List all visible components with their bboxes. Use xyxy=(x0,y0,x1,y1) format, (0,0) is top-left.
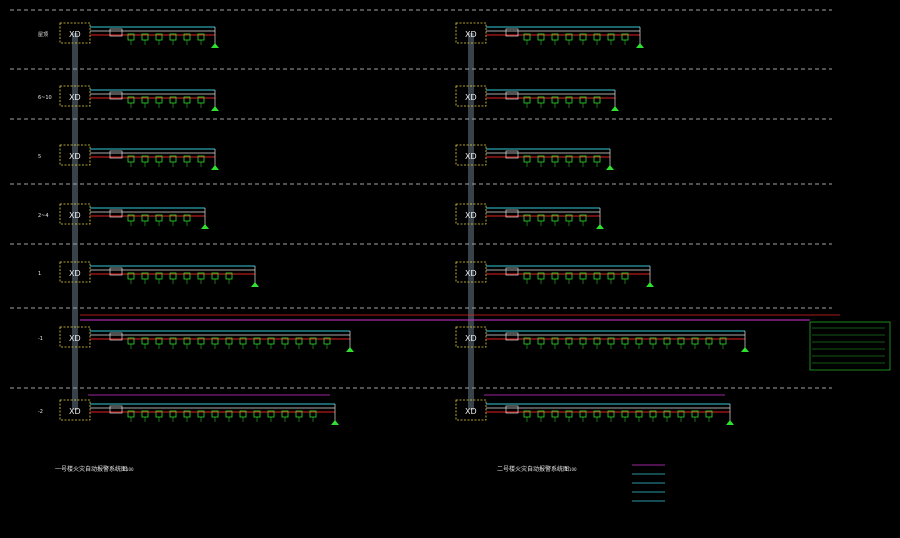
floor-divider-lines xyxy=(10,9,832,389)
right-diagram-scale: 1:100 xyxy=(565,467,577,472)
floor-right-block: XD xyxy=(455,261,654,287)
floor-right-block: XD xyxy=(455,399,734,425)
alarm-bell-icon xyxy=(201,224,209,229)
input-module-icon xyxy=(109,209,123,218)
input-module-icon xyxy=(505,267,519,276)
floor-right-block: XD xyxy=(455,22,644,48)
basement-linkage-bus xyxy=(80,314,840,396)
alarm-bell-icon xyxy=(211,43,219,48)
riser-legend-box xyxy=(809,321,891,371)
alarm-bell-icon xyxy=(741,347,749,352)
diagram-titles: 一号楼火灾自动报警系统图 1:100 二号楼火灾自动报警系统图 1:100 xyxy=(55,465,577,473)
floor-left-block: XD xyxy=(59,326,354,352)
legend-box-outline xyxy=(809,321,891,371)
floor-right-block: XD xyxy=(455,203,604,229)
input-module-icon xyxy=(109,405,123,414)
input-module-icon xyxy=(505,332,519,341)
input-module-icon xyxy=(505,209,519,218)
alarm-bell-icon xyxy=(611,106,619,111)
fire-alarm-panel-icon xyxy=(59,22,91,44)
floor-label: -2 xyxy=(38,409,43,415)
panel-label: XD xyxy=(465,334,477,343)
floor-left-block: XD xyxy=(59,85,219,111)
fire-alarm-panel-icon xyxy=(455,261,487,283)
floor-label: 2~4 xyxy=(38,213,49,219)
input-module-icon xyxy=(109,150,123,159)
floor-left-block: XD xyxy=(59,22,219,48)
fire-alarm-panel-icon xyxy=(455,144,487,166)
floor-label: 5 xyxy=(38,154,41,160)
floor-right-block: XD xyxy=(455,85,619,111)
input-module-icon xyxy=(505,91,519,100)
panel-label: XD xyxy=(69,211,81,220)
fire-alarm-panel-icon xyxy=(455,203,487,225)
fire-alarm-panel-icon xyxy=(59,203,91,225)
panel-label: XD xyxy=(69,407,81,416)
floor-right-block: XD xyxy=(455,326,749,352)
floor-label: 屋顶 xyxy=(38,32,48,38)
input-module-icon xyxy=(505,405,519,414)
fire-alarm-panel-icon xyxy=(455,85,487,107)
panel-label: XD xyxy=(69,30,81,39)
input-module-icon xyxy=(505,150,519,159)
floor-left-block: XD xyxy=(59,203,209,229)
input-module-icon xyxy=(109,91,123,100)
panel-label: XD xyxy=(69,269,81,278)
alarm-bell-icon xyxy=(331,420,339,425)
fire-alarm-panel-icon xyxy=(59,326,91,348)
fire-alarm-panel-icon xyxy=(455,326,487,348)
left-diagram-scale: 1:100 xyxy=(122,467,134,472)
input-module-icon xyxy=(109,267,123,276)
floor-left-block: XD xyxy=(59,144,219,170)
alarm-bell-icon xyxy=(211,106,219,111)
fire-alarm-panel-icon xyxy=(59,399,91,421)
alarm-bell-icon xyxy=(636,43,644,48)
fire-alarm-panel-icon xyxy=(455,22,487,44)
fire-alarm-panel-icon xyxy=(59,85,91,107)
alarm-bell-icon xyxy=(596,224,604,229)
panel-label: XD xyxy=(465,407,477,416)
panel-label: XD xyxy=(69,334,81,343)
panel-label: XD xyxy=(69,93,81,102)
left-diagram-title: 一号楼火灾自动报警系统图 xyxy=(55,465,127,473)
input-module-icon xyxy=(109,332,123,341)
input-module-icon xyxy=(505,28,519,37)
alarm-bell-icon xyxy=(251,282,259,287)
input-module-icon xyxy=(109,28,123,37)
panel-label: XD xyxy=(465,152,477,161)
floor-left-block: XD xyxy=(59,261,259,287)
alarm-bell-icon xyxy=(346,347,354,352)
fire-alarm-panel-icon xyxy=(455,399,487,421)
floor-right-block: XD xyxy=(455,144,614,170)
alarm-bell-icon xyxy=(606,165,614,170)
floor-label: 1 xyxy=(38,271,41,277)
floor-label: 6~10 xyxy=(38,95,52,101)
fire-alarm-panel-icon xyxy=(59,144,91,166)
line-type-legend xyxy=(632,464,665,502)
panel-label: XD xyxy=(465,211,477,220)
floor-label: -1 xyxy=(38,336,43,342)
alarm-bell-icon xyxy=(646,282,654,287)
panel-label: XD xyxy=(465,30,477,39)
floor-left-block: XD xyxy=(59,399,339,425)
panel-label: XD xyxy=(69,152,81,161)
panel-label: XD xyxy=(465,93,477,102)
fire-alarm-panel-icon xyxy=(59,261,91,283)
alarm-bell-icon xyxy=(726,420,734,425)
panel-label: XD xyxy=(465,269,477,278)
right-diagram-title: 二号楼火灾自动报警系统图 xyxy=(497,465,569,473)
alarm-bell-icon xyxy=(211,165,219,170)
